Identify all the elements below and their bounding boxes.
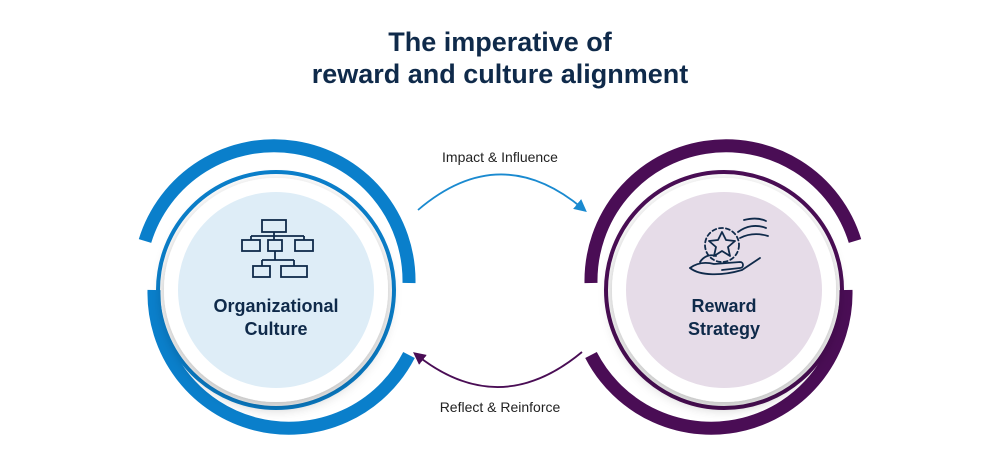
impact-arrow [417,173,587,213]
culture-inner-circle [178,192,374,388]
org-chart-icon [241,219,314,278]
culture-ring-bottom-arc [147,289,415,435]
reward-ring-top-arc [584,139,862,284]
culture-label-line-1: Organizational [213,296,339,316]
reward-label: Reward Strategy [624,295,824,341]
hand-star-icon [689,217,769,276]
reflect-reinforce-label: Reflect & Reinforce [439,399,561,415]
culture-thin-ring [156,170,396,410]
reward-label-line-2: Strategy [687,319,761,339]
impact-influence-label: Impact & Influence [442,149,558,165]
title-line-2: reward and culture alignment [311,59,689,89]
reward-thin-ring [604,170,844,410]
culture-ring-top-arc [138,139,416,284]
reward-label-line-1: Reward [691,296,757,316]
page-title: The imperative of reward and culture ali… [0,26,1000,90]
reward-inner-circle [626,192,822,388]
culture-label-line-2: Culture [244,319,308,339]
reflect-arrow [413,351,583,388]
reward-ring-bottom-arc [585,289,853,435]
culture-node [138,139,416,435]
culture-label: Organizational Culture [176,295,376,341]
title-line-1: The imperative of [388,27,612,57]
reward-node [584,139,862,435]
